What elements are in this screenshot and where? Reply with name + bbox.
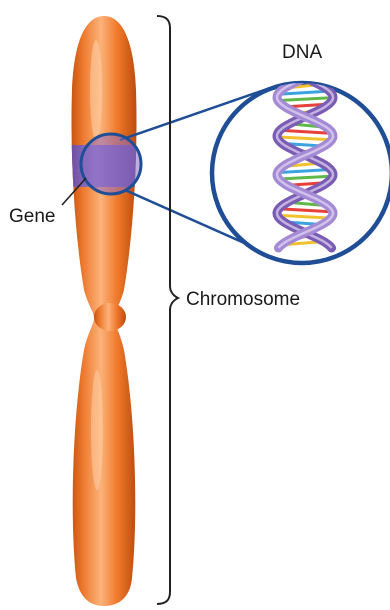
chromosome-label: Chromosome <box>186 289 300 310</box>
dna-label: DNA <box>282 42 322 63</box>
dna-magnifier <box>212 78 390 263</box>
gene-focus-circle <box>81 134 141 194</box>
gene-label: Gene <box>9 206 55 227</box>
chromosome-bracket <box>157 16 178 604</box>
centromere <box>94 303 126 331</box>
chromosome <box>60 16 150 606</box>
